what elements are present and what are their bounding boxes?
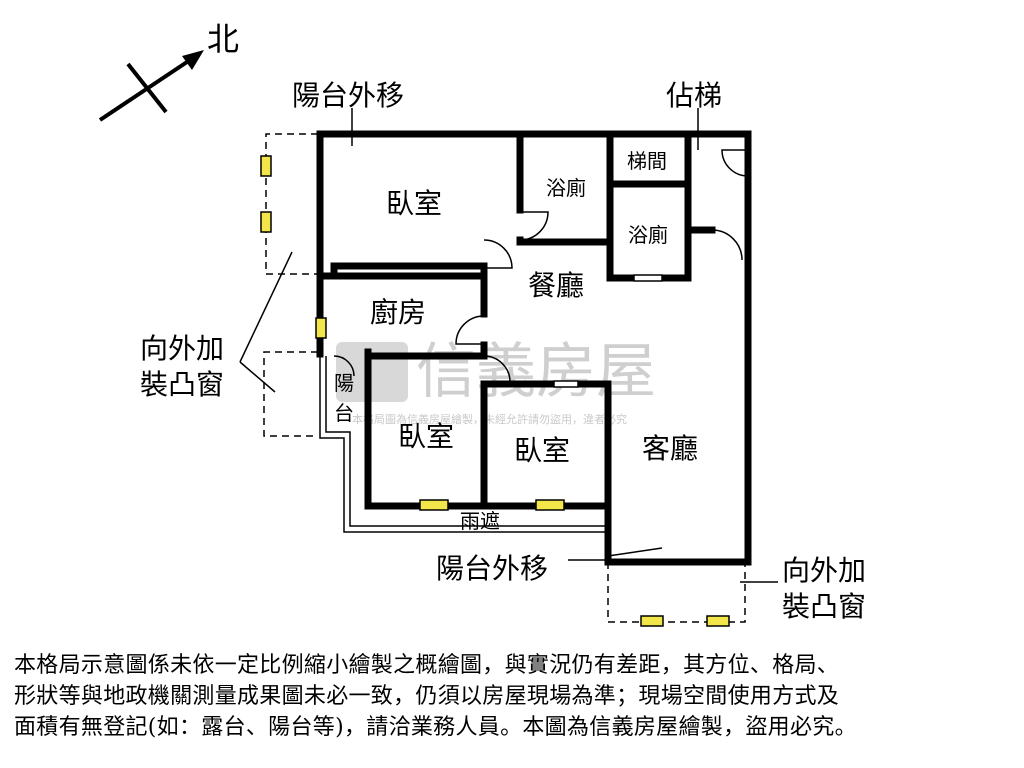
room-bedroom-right: 臥室 [514,434,570,467]
annotation-stair-encroach: 佔梯 [666,79,722,112]
disclaimer: 本格局示意圖係未依一定比例縮小繪製之概繪圖，與實況仍有差距，其方位、格局、 形狀… [14,650,1014,743]
window [315,317,327,339]
watermark-notice: 本格局圖為信義房屋繪製，未經允許請勿盜用，違者必究 [352,412,627,426]
annotation-bay-window-left-2: 裝凸窗 [140,368,224,401]
balcony-outline [319,356,608,533]
annotation-bay-window-right-1: 向外加 [782,554,866,587]
dashed-extensions [263,133,746,623]
annotation-balcony-moved-top: 陽台外移 [292,79,404,112]
disclaimer-line: 本格局示意圖係未依一定比例縮小繪製之概繪圖，與實況仍有差距，其方位、格局、 [14,653,840,678]
room-balcony-char2: 台 [334,401,354,425]
room-bath-lower: 浴廁 [628,223,668,247]
small-vents [553,274,663,388]
compass: 北 [98,20,239,122]
watermark-brand: 信義房屋 [416,337,656,407]
room-bedroom-mid: 臥室 [398,420,454,453]
doors [333,149,749,383]
room-dining: 餐廳 [528,269,584,302]
room-stair: 梯間 [627,149,667,173]
window [419,499,449,511]
disclaimer-line: 面積有無登記(如：露台、陽台等)，請洽業務人員。本圖為信義房屋繪製，盜用必究。 [14,715,857,740]
window [706,615,730,627]
leader-lines [239,108,778,583]
annotation-bay-window-left-1: 向外加 [140,332,224,365]
room-living: 客廳 [642,432,698,465]
disclaimer-line: 形狀等與地政機關測量成果圖未必一致，仍須以房屋現場為準；現場空間使用方式及 [14,684,840,709]
annotations: 陽台外移 佔梯 向外加 裝凸窗 雨遮 陽台外移 向外加 裝凸窗 [140,79,866,623]
annotation-balcony-moved-bottom: 陽台外移 [436,552,548,585]
annotation-rain-shelter: 雨遮 [460,509,500,533]
window [640,615,664,627]
windows [260,155,730,627]
window [535,499,565,511]
room-kitchen: 廚房 [370,296,426,329]
compass-label: 北 [207,20,239,58]
room-labels: 臥室 浴廁 梯間 浴廁 餐廳 廚房 陽 台 臥室 臥室 客廳 [334,149,698,467]
room-bath-upper: 浴廁 [546,176,586,200]
room-balcony-char1: 陽 [334,371,354,395]
annotation-bay-window-right-2: 裝凸窗 [782,590,866,623]
window [260,155,272,177]
window [260,211,272,233]
watermark: 信義房屋 本格局圖為信義房屋繪製，未經允許請勿盜用，違者必究 [336,337,656,426]
compass-arrowhead [182,50,204,70]
compass-crossbar [126,62,168,114]
room-bedroom-top: 臥室 [386,187,442,220]
floor-plan: 北 信義房屋 本格局圖為信義房屋繪製，未經允許請勿盜用，違者必究 [98,20,866,627]
